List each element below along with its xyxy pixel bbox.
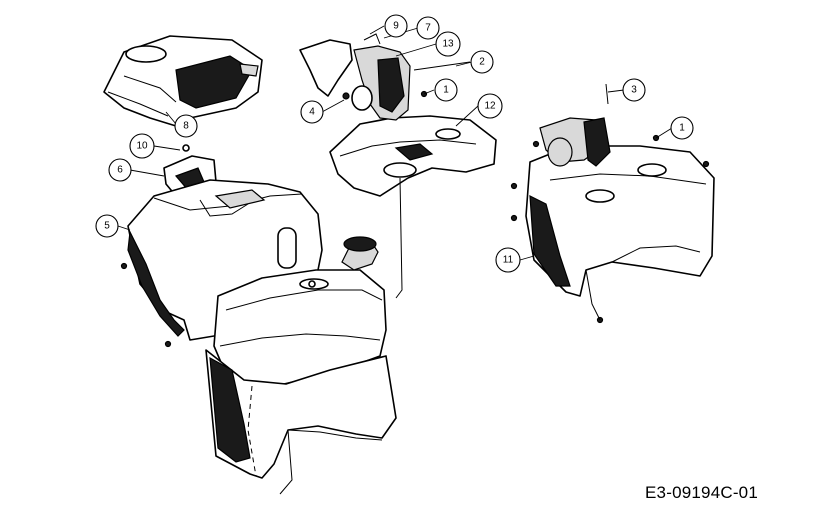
callout-9: 9 [384,14,408,38]
reference-code: E3-09194C-01 [645,483,758,502]
svg-text:1: 1 [443,85,449,96]
leader-lines [117,25,673,261]
callout-13: 13 [435,31,461,57]
svg-text:9: 9 [393,21,399,32]
svg-text:7: 7 [425,23,431,34]
svg-text:6: 6 [117,165,123,176]
callout-5: 5 [95,214,119,238]
callout-3: 3 [622,78,646,102]
part-5-lower-skirt [205,349,397,479]
svg-text:13: 13 [442,39,454,50]
callout-1a: 1 [434,78,458,102]
part-2-rod [413,61,471,71]
bolt-icon [120,83,710,495]
svg-text:4: 4 [309,107,315,118]
callout-6: 6 [108,158,132,182]
callout-7: 7 [416,16,440,40]
callout-8: 8 [174,114,198,138]
svg-text:10: 10 [136,141,148,152]
callout-12: 12 [477,93,503,119]
svg-text:12: 12 [484,101,496,112]
part-8-cover [103,35,263,127]
callout-10: 10 [129,133,155,159]
callout-1b: 1 [670,116,694,140]
part-11-assembly [525,117,715,297]
svg-text:1: 1 [679,123,685,134]
callouts: 1 1 2 3 4 5 6 7 [95,14,694,273]
part-12-plate [329,115,497,197]
callout-2: 2 [470,50,494,74]
svg-text:2: 2 [479,57,485,68]
callout-4: 4 [300,100,324,124]
part-7-bracket [299,33,411,121]
svg-text:11: 11 [503,255,514,266]
svg-text:5: 5 [104,221,110,232]
svg-text:8: 8 [183,121,189,132]
callout-11: 11 [495,247,521,273]
svg-text:3: 3 [631,85,637,96]
